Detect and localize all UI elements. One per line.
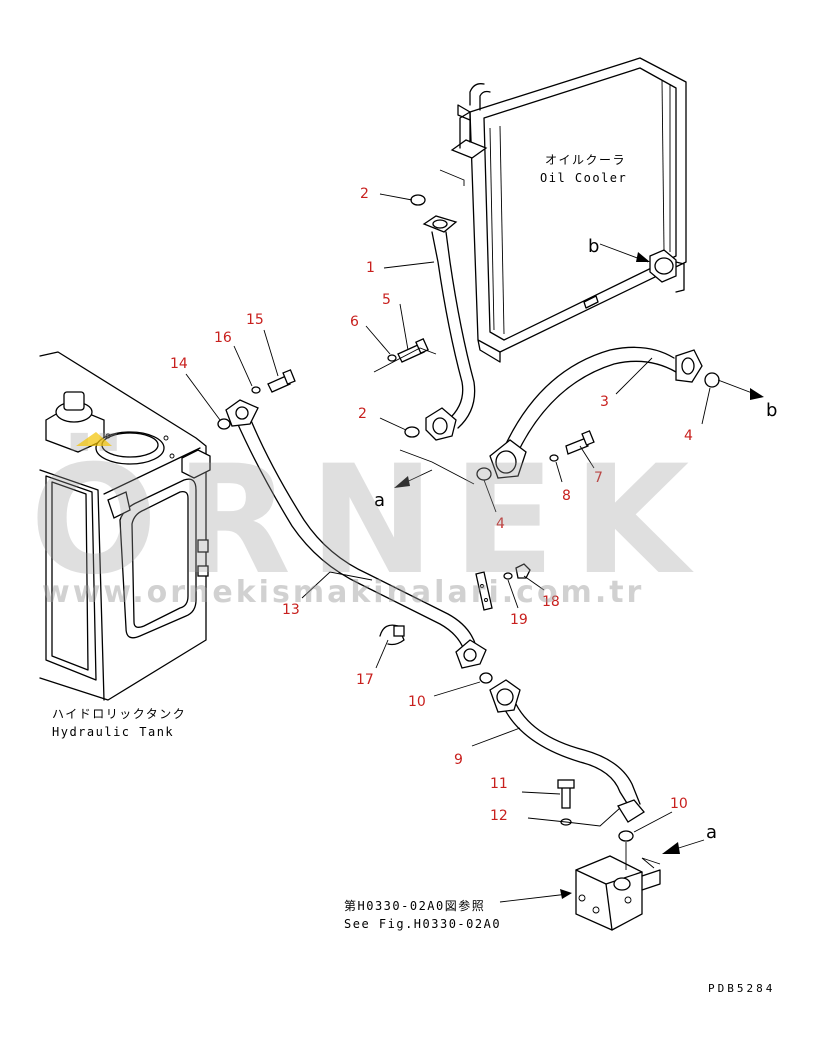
callout-2-bottom: 2: [358, 406, 367, 422]
callout-15: 15: [246, 312, 264, 328]
connection-letters: b b a a: [374, 236, 777, 843]
watermark: ÖRNEK www.ornekismakinalari.com.tr: [30, 432, 707, 610]
hose-9: [489, 679, 645, 823]
callout-2-top: 2: [360, 186, 369, 202]
drawing-code: PDB5284: [708, 982, 775, 995]
callout-11: 11: [490, 776, 508, 792]
watermark-brand: ÖRNEK: [30, 432, 707, 608]
callout-8: 8: [562, 488, 571, 504]
watermark-accent-icon: [76, 432, 112, 446]
callout-5: 5: [382, 292, 391, 308]
callout-numbers: 1 2 2 3 4 4 5 6 7 8 9 10 10 11 12 13 14 …: [170, 186, 693, 824]
hydraulic-tank: ハイドロリックタンク Hydraulic Tank: [39, 351, 211, 739]
letter-a-valve: a: [706, 822, 717, 843]
hydraulic-tank-label-en: Hydraulic Tank: [52, 725, 174, 739]
callout-6: 6: [350, 314, 359, 330]
reference-label-en: See Fig.H0330-02A0: [344, 917, 501, 931]
hose-3: [489, 346, 703, 479]
pipe-13: [225, 399, 493, 669]
leader-lines: [185, 193, 764, 870]
reference-label-jp: 第H0330-02A0図参照: [344, 898, 485, 913]
callout-9: 9: [454, 752, 463, 768]
callout-1: 1: [366, 260, 375, 276]
callout-10-right: 10: [670, 796, 688, 812]
oil-cooler-label-jp: オイルクーラ: [545, 153, 626, 167]
callout-7: 7: [594, 470, 603, 486]
callout-3: 3: [600, 394, 609, 410]
oil-cooler-label-en: Oil Cooler: [540, 171, 627, 185]
oil-cooler: オイルクーラ Oil Cooler: [439, 57, 687, 363]
callout-4-right: 4: [684, 428, 693, 444]
hose-1: [422, 215, 476, 441]
letter-b-cooler: b: [588, 236, 599, 257]
callout-14: 14: [170, 356, 188, 372]
callout-19: 19: [510, 612, 528, 628]
letter-b-hose: b: [766, 400, 777, 421]
callout-10-left: 10: [408, 694, 426, 710]
callout-4-left: 4: [496, 516, 505, 532]
callout-17: 17: [356, 672, 374, 688]
hydraulic-tank-label-jp: ハイドロリックタンク: [52, 707, 186, 721]
callout-16: 16: [214, 330, 232, 346]
callout-18: 18: [542, 594, 560, 610]
callout-12: 12: [490, 808, 508, 824]
fasteners: [217, 194, 720, 842]
callout-13: 13: [282, 602, 300, 618]
letter-a-hose: a: [374, 490, 385, 511]
valve-block: 第H0330-02A0図参照 See Fig.H0330-02A0: [344, 855, 661, 931]
watermark-url: www.ornekismakinalari.com.tr: [42, 575, 644, 610]
